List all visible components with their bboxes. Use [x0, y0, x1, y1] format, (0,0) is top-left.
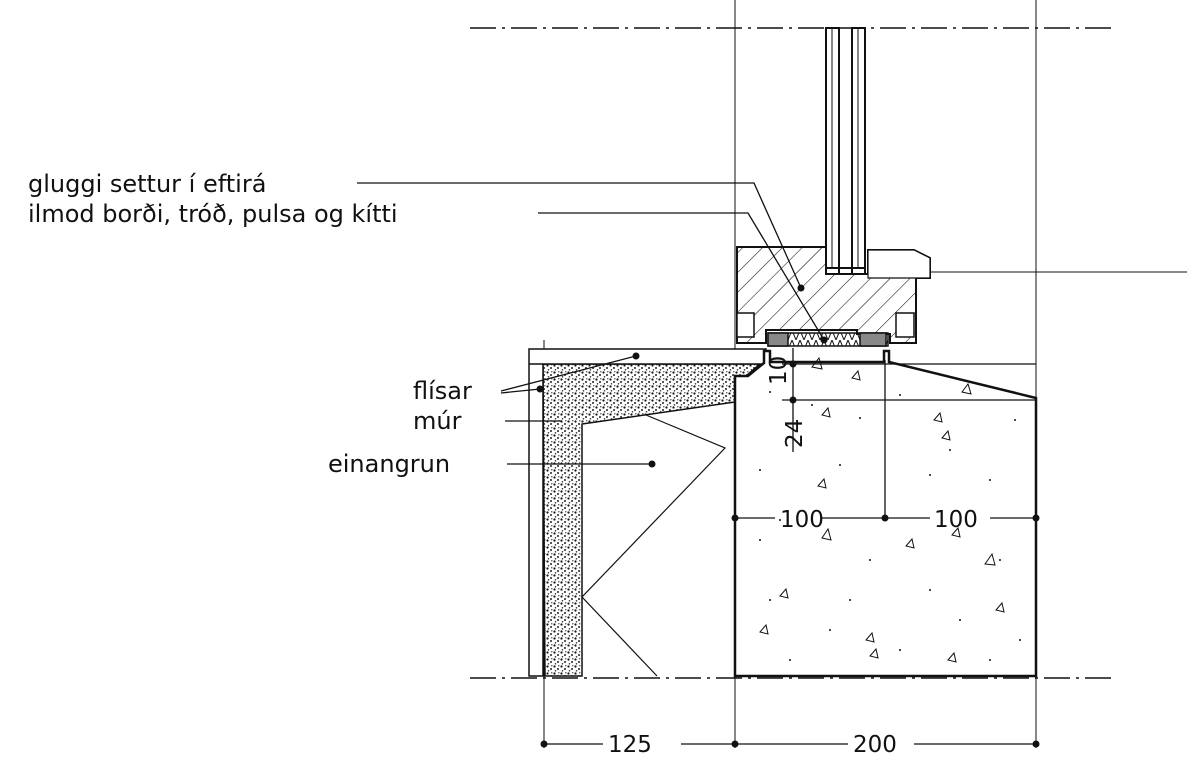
dim-125: 125: [608, 732, 652, 758]
dim-100-right: 100: [934, 507, 978, 533]
mortar-render: [542, 363, 763, 677]
dimension-ticks: [540, 360, 1040, 748]
label-insulation: einangrun: [328, 450, 450, 478]
dim-200: 200: [853, 732, 897, 758]
dim-24: 24: [782, 419, 808, 448]
tiles: [528, 348, 767, 677]
label-window: gluggi settur í eftirá: [28, 170, 266, 198]
leader-dots: [536, 284, 828, 468]
center-lines: [470, 27, 1112, 679]
label-seal: ilmod borði, tróð, pulsa og kítti: [28, 200, 398, 228]
leader-lines: [357, 182, 825, 465]
label-mortar: múr: [413, 407, 462, 435]
dim-100-left: 100: [780, 507, 824, 533]
window-glass: [825, 27, 866, 275]
dim-10: 10: [766, 356, 792, 385]
seal-strip: [767, 332, 889, 347]
window-frame: [736, 246, 931, 344]
dimension-lines: [544, 348, 1036, 745]
label-tiles: flísar: [413, 377, 472, 405]
insulation: [581, 414, 727, 677]
